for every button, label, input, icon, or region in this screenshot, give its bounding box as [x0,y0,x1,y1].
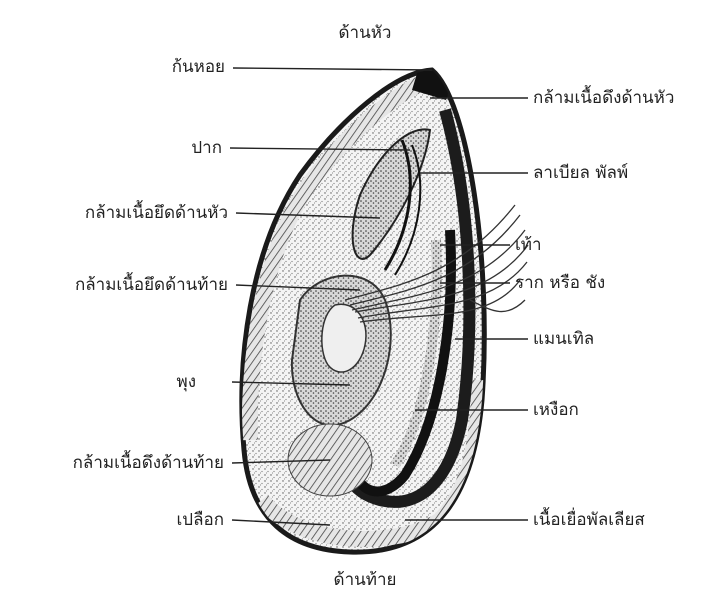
label-posterior-adductor: กล้ามเนื้อยึดด้านท้าย [75,272,228,295]
label-mantle: แมนเทิล [533,329,594,349]
label-byssus: ราก หรือ ชัง [515,273,605,293]
label-mouth: ปาก [191,138,222,158]
label-posterior-retractor: กล้ามเนื้อดึงด้านท้าย [73,450,224,473]
anterior-end-label: ด้านหัว [339,23,392,43]
label-anterior-retractor: กล้ามเนื้อดึงด้านหัว [533,85,674,108]
label-foot: เท้า [515,235,542,255]
label-umbo: ก้นหอย [172,57,225,77]
leader-umbo [233,68,432,70]
label-gill: เหงือก [533,400,579,420]
label-anterior-adductor: กล้ามเนื้อยึดด้านหัว [85,200,228,223]
label-labial-palp: ลาเบียล พัลพ์ [533,163,628,183]
posterior-end-label: ด้านท้าย [334,570,397,590]
label-stomach: พุง [176,372,196,392]
label-pallial-tissue: เนื้อเยื่อพัลเลียส [533,507,645,530]
label-shell: เปลือก [176,510,224,530]
